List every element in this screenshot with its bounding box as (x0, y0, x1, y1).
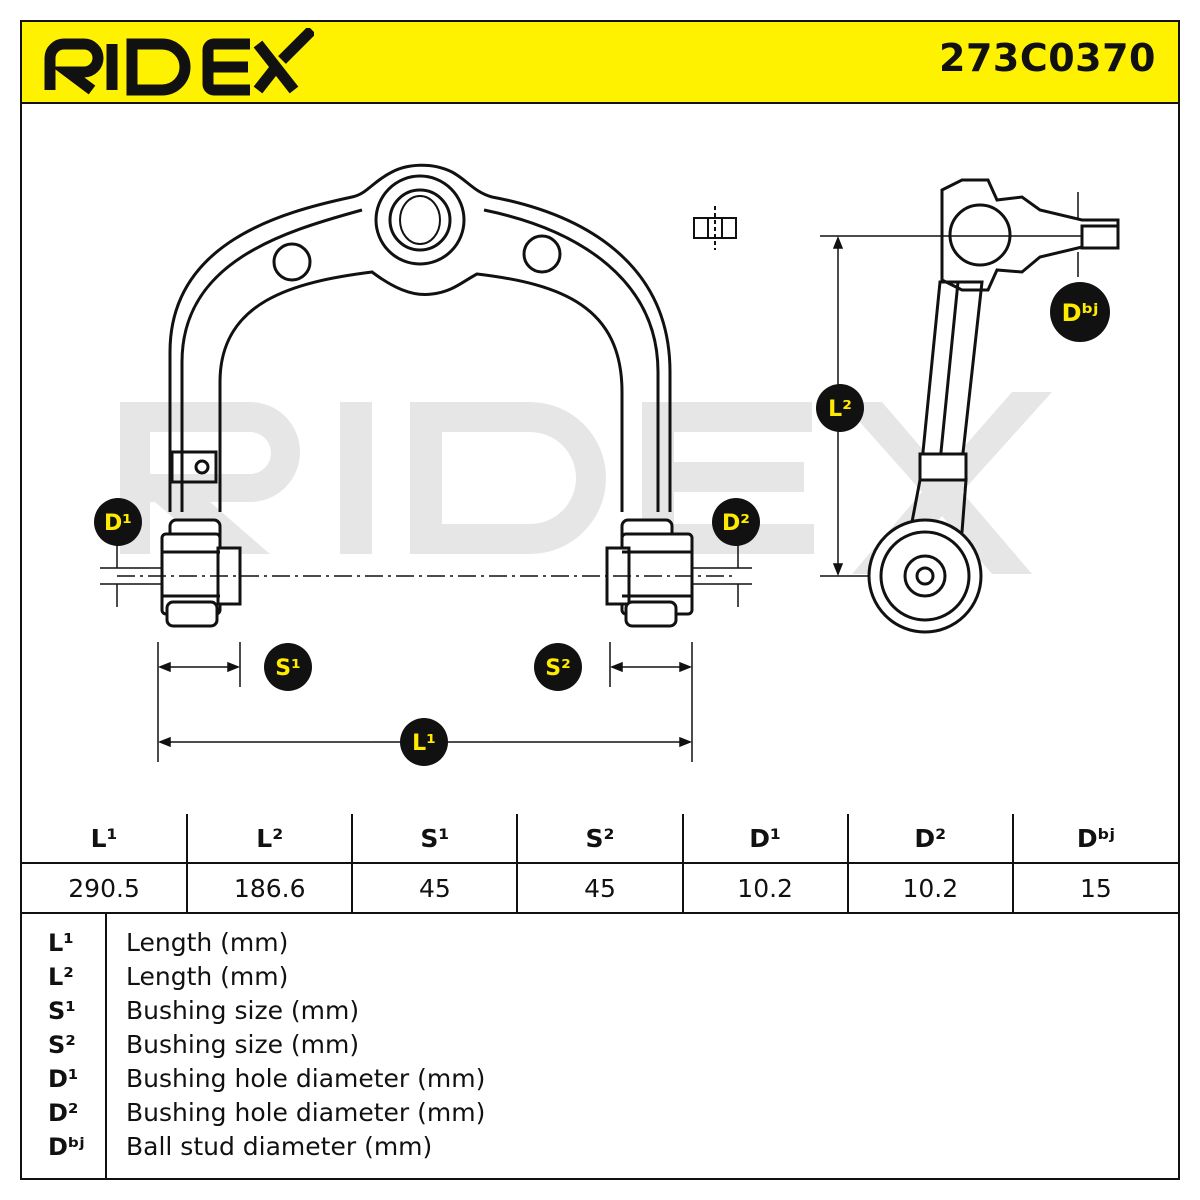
legend-desc: Ball stud diameter (mm) (126, 1132, 433, 1161)
legend-key: L² (48, 963, 74, 991)
legend-desc: Bushing size (mm) (126, 996, 360, 1025)
spec-header-s1: S¹ (351, 814, 519, 864)
legend-row: L¹ Length (mm) (22, 926, 1178, 960)
legend-divider (105, 914, 107, 1178)
part-number: 273C0370 (939, 36, 1156, 80)
legend-row: S¹ Bushing size (mm) (22, 994, 1178, 1028)
badge-d2: D² (712, 498, 760, 546)
spec-value-dbj: 15 (1011, 862, 1178, 914)
badge-dbj-label: Dᵇʲ (1062, 299, 1099, 327)
product-sheet: 273C0370 (20, 20, 1180, 1180)
legend-key: D¹ (48, 1065, 79, 1093)
spec-value-l2: 186.6 (186, 862, 354, 914)
spec-value-d1: 10.2 (681, 862, 849, 914)
badge-l2-label: L² (828, 397, 852, 422)
legend-row: D¹ Bushing hole diameter (mm) (22, 1062, 1178, 1096)
legend-key: S¹ (48, 997, 76, 1025)
badge-s2: S² (534, 643, 582, 691)
legend-desc: Bushing hole diameter (mm) (126, 1098, 486, 1127)
badge-l2: L² (816, 384, 864, 432)
spec-header-s2: S² (516, 814, 684, 864)
spec-header-d1: D¹ (681, 814, 849, 864)
badge-l1-label: L¹ (412, 731, 436, 756)
spec-header-row: L¹ L² S¹ S² D¹ D² Dᵇʲ (22, 814, 1178, 864)
legend-row: S² Bushing size (mm) (22, 1028, 1178, 1062)
control-arm-body (168, 163, 672, 512)
legend-desc: Bushing hole diameter (mm) (126, 1064, 486, 1093)
legend-row: L² Length (mm) (22, 960, 1178, 994)
spec-header-dbj: Dᵇʲ (1011, 814, 1178, 864)
legend-key: D² (48, 1099, 79, 1127)
right-bushing (605, 518, 694, 628)
header-bar: 273C0370 (22, 22, 1178, 104)
legend-desc: Length (mm) (126, 962, 289, 991)
control-arm-drawing: D¹ D² S¹ S² L¹ L² (94, 163, 1120, 766)
legend-desc: Length (mm) (126, 928, 289, 957)
badge-s1-label: S¹ (275, 656, 300, 681)
badge-dbj: Dᵇʲ (1050, 282, 1110, 342)
nut-icon (693, 206, 737, 250)
left-bushing (160, 518, 242, 628)
badge-l1: L¹ (400, 718, 448, 766)
legend: L¹ Length (mm) L² Length (mm) S¹ Bushing… (22, 914, 1178, 1178)
legend-row: D² Bushing hole diameter (mm) (22, 1096, 1178, 1130)
spec-value-s2: 45 (516, 862, 684, 914)
legend-row: Dᵇʲ Ball stud diameter (mm) (22, 1130, 1178, 1164)
specification-table: L¹ L² S¹ S² D¹ D² Dᵇʲ 290.5 186.6 45 45 … (22, 814, 1178, 914)
badge-s2-label: S² (545, 656, 570, 681)
badge-d2-label: D² (722, 511, 750, 536)
spec-value-l1: 290.5 (22, 862, 189, 914)
legend-key: L¹ (48, 929, 74, 957)
badge-d1-label: D¹ (104, 511, 132, 536)
ridex-logo-graphic (44, 28, 314, 96)
side-view-arm (867, 178, 1120, 634)
legend-desc: Bushing size (mm) (126, 1030, 360, 1059)
spec-header-l1: L¹ (22, 814, 189, 864)
spec-header-d2: D² (846, 814, 1014, 864)
ridex-logo (44, 28, 314, 98)
badge-s1: S¹ (264, 643, 312, 691)
badge-d1: D¹ (94, 498, 142, 546)
legend-key: S² (48, 1031, 76, 1059)
spec-value-d2: 10.2 (846, 862, 1014, 914)
legend-key: Dᵇʲ (48, 1133, 85, 1161)
spec-header-l2: L² (186, 814, 354, 864)
technical-drawing: D¹ D² S¹ S² L¹ L² (22, 102, 1178, 814)
spec-value-s1: 45 (351, 862, 519, 914)
spec-value-row: 290.5 186.6 45 45 10.2 10.2 15 (22, 862, 1178, 914)
